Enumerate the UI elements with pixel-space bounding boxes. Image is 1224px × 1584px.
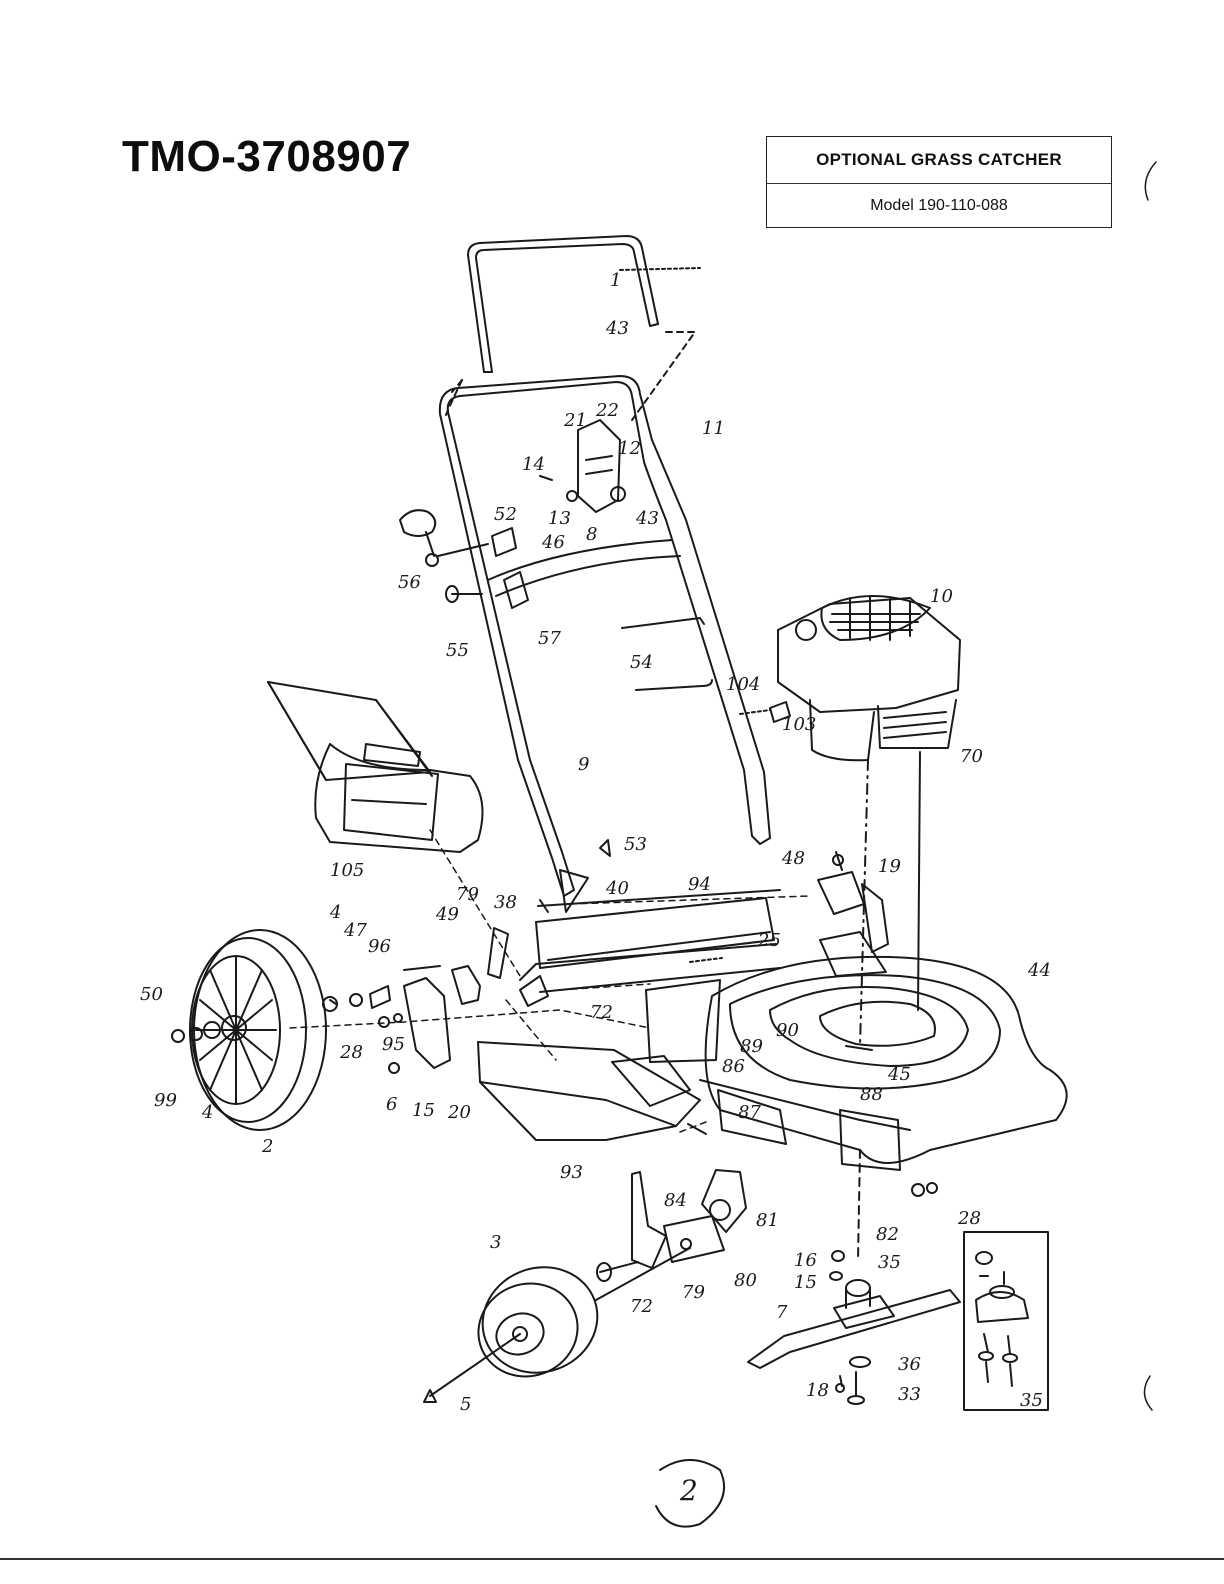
callout-label: 44 bbox=[1027, 960, 1051, 981]
callout-label: 103 bbox=[782, 714, 816, 735]
callout-label: 52 bbox=[494, 504, 517, 525]
bottom-rule bbox=[0, 1558, 1224, 1560]
callout-label: 33 bbox=[898, 1384, 921, 1405]
front-wheel bbox=[423, 1247, 691, 1403]
callout-label: 19 bbox=[878, 856, 901, 877]
callout-label: 28 bbox=[957, 1208, 981, 1229]
assembly-leader-lines bbox=[289, 829, 811, 1133]
callout-label: 5 bbox=[460, 1394, 471, 1415]
engine bbox=[739, 595, 961, 1047]
callout-label: 79 bbox=[456, 884, 479, 905]
callout-label: 54 bbox=[630, 652, 653, 673]
callout-label: 15 bbox=[412, 1100, 435, 1121]
edge-punch-marks bbox=[1143, 161, 1157, 1411]
page-mark-circle bbox=[655, 1459, 725, 1528]
callout-label: 3 bbox=[490, 1232, 501, 1253]
callout-label: 28 bbox=[339, 1042, 363, 1063]
callout-label: 96 bbox=[368, 936, 391, 957]
lower-handle bbox=[438, 375, 771, 897]
callout-label: 55 bbox=[446, 640, 469, 661]
callout-label: 45 bbox=[887, 1064, 911, 1085]
height-adjuster-front bbox=[596, 1169, 747, 1282]
callout-label: 8 bbox=[586, 524, 597, 545]
rear-bracket bbox=[817, 851, 889, 977]
callout-label: 12 bbox=[618, 438, 641, 459]
callout-label: 84 bbox=[664, 1190, 687, 1211]
callout-label: 35 bbox=[878, 1252, 901, 1273]
callout-label: 95 bbox=[382, 1034, 405, 1055]
callout-label: 10 bbox=[930, 586, 953, 607]
control-rod bbox=[599, 617, 713, 857]
callout-label: 88 bbox=[860, 1084, 883, 1105]
rear-wheel bbox=[171, 929, 391, 1131]
callout-label: 87 bbox=[738, 1102, 761, 1123]
callout-label: 81 bbox=[756, 1210, 779, 1231]
callout-label: 9 bbox=[578, 754, 589, 775]
page-mark: 2 bbox=[679, 1474, 698, 1507]
callout-label: 22 bbox=[595, 400, 619, 421]
callout-label: 21 bbox=[563, 410, 587, 431]
callout-label: 70 bbox=[960, 746, 983, 767]
callout-label: 38 bbox=[494, 892, 517, 913]
callout-label: 11 bbox=[702, 418, 725, 439]
height-adjuster-rear bbox=[378, 927, 509, 1074]
callout-label: 36 bbox=[898, 1354, 921, 1375]
grass-catcher bbox=[267, 681, 484, 853]
callout-label: 93 bbox=[560, 1162, 583, 1183]
blade-assembly bbox=[747, 1149, 961, 1405]
callout-label: 4 bbox=[329, 902, 341, 923]
page-title: TMO-3708907 bbox=[122, 132, 412, 181]
callout-label: 72 bbox=[630, 1296, 653, 1317]
callout-label: 82 bbox=[876, 1224, 899, 1245]
callout-label: 4 bbox=[201, 1102, 213, 1123]
optional-grass-catcher-box: OPTIONAL GRASS CATCHER Model 190-110-088 bbox=[766, 136, 1112, 228]
callout-label: 105 bbox=[330, 860, 364, 881]
callout-label: 35 bbox=[1020, 1390, 1043, 1411]
mower-deck bbox=[645, 955, 1068, 1171]
callout-label: 15 bbox=[794, 1272, 817, 1293]
callout-label: 1 bbox=[610, 270, 621, 291]
callout-label: 80 bbox=[734, 1270, 757, 1291]
callout-label: 13 bbox=[548, 508, 571, 529]
callout-label: 6 bbox=[386, 1094, 397, 1115]
callout-label: 57 bbox=[538, 628, 561, 649]
callout-label: 53 bbox=[624, 834, 647, 855]
callout-label: 50 bbox=[140, 984, 163, 1005]
callout-label: 48 bbox=[781, 848, 805, 869]
callout-label: 40 bbox=[605, 878, 629, 899]
callout-label: 14 bbox=[522, 454, 545, 475]
option-box-title: OPTIONAL GRASS CATCHER bbox=[767, 137, 1111, 184]
callout-label: 89 bbox=[740, 1036, 763, 1057]
control-box bbox=[539, 267, 701, 513]
callout-label: 2 bbox=[261, 1136, 273, 1157]
callout-label: 104 bbox=[726, 674, 760, 695]
callout-label: 94 bbox=[688, 874, 711, 895]
rope-guide-parts bbox=[399, 509, 529, 609]
callout-label: 99 bbox=[154, 1090, 177, 1111]
callout-label: 56 bbox=[398, 572, 421, 593]
callout-label: 18 bbox=[806, 1380, 829, 1401]
callout-label: 7 bbox=[776, 1302, 788, 1323]
rear-flap bbox=[519, 869, 781, 1007]
callout-label: 79 bbox=[682, 1282, 705, 1303]
callout-label: 20 bbox=[447, 1102, 471, 1123]
upper-handle bbox=[445, 235, 696, 421]
callout-label: 72 bbox=[590, 1002, 613, 1023]
callout-label: 43 bbox=[605, 318, 629, 339]
callout-labels: 1 43 21 22 12 11 14 13 8 43 52 46 56 55 … bbox=[140, 270, 1051, 1507]
option-box-model: Model 190-110-088 bbox=[870, 197, 1008, 214]
callout-label: 49 bbox=[435, 904, 459, 925]
callout-label: 16 bbox=[794, 1250, 817, 1271]
callout-label: 25 bbox=[757, 930, 781, 951]
callout-label: 43 bbox=[635, 508, 659, 529]
inset-adapter-box bbox=[963, 1231, 1049, 1411]
callout-label: 86 bbox=[722, 1056, 745, 1077]
discharge-chute bbox=[477, 1041, 707, 1141]
callout-label: 46 bbox=[541, 532, 565, 553]
callout-label: 47 bbox=[343, 920, 367, 941]
callout-label: 90 bbox=[776, 1020, 799, 1041]
